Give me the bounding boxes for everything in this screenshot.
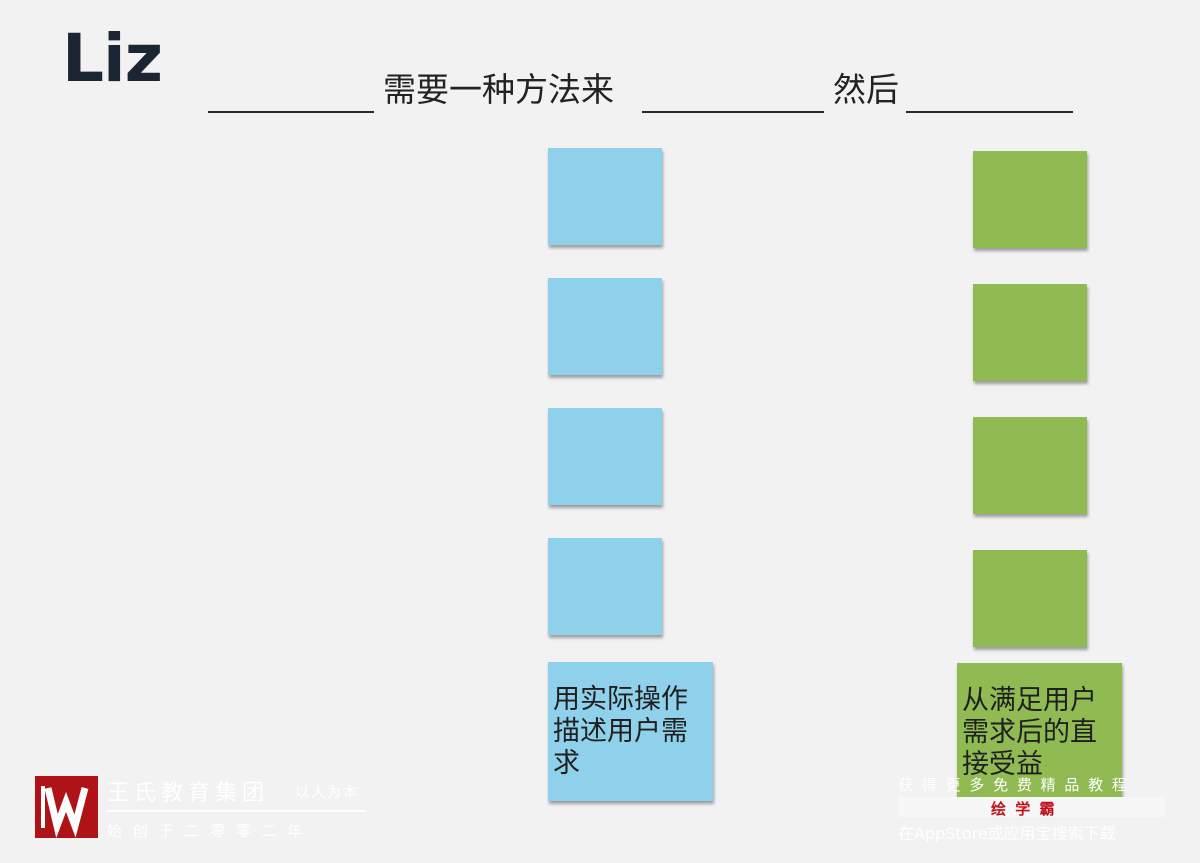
prompt-then-text: 然后: [833, 70, 899, 109]
org-founded: 始 创 于 二 零 零 二 年: [107, 822, 306, 840]
green-note-text: 从满足用户需求后的直接受益: [962, 685, 1097, 780]
org-logo: [35, 776, 98, 838]
persona-name: Liz: [62, 20, 163, 97]
blue-sticky-note-4[interactable]: [548, 538, 662, 635]
org-divider: [107, 810, 365, 812]
promo-app-name: 绘 学 霸: [991, 800, 1057, 818]
promo-top-text: 获 得 更 多 免 费 精 品 教 程: [898, 776, 1129, 794]
green-sticky-note-1[interactable]: [973, 151, 1087, 248]
org-name: 王氏教育集团: [107, 781, 270, 806]
green-sticky-note-3[interactable]: [973, 417, 1087, 514]
blue-note-text: 用实际操作描述用户需求: [553, 684, 688, 779]
green-sticky-note-4[interactable]: [973, 550, 1087, 647]
blue-sticky-note-labeled[interactable]: 用实际操作描述用户需求: [548, 662, 713, 801]
blue-sticky-note-1[interactable]: [548, 148, 662, 245]
blank-line-who: [208, 111, 374, 113]
promo-bar: [898, 797, 1165, 817]
green-sticky-note-labeled[interactable]: 从满足用户需求后的直接受益: [957, 663, 1122, 803]
promo-bottom-text: 在AppStore或应用宝搜索下载: [898, 824, 1116, 843]
blue-sticky-note-3[interactable]: [548, 408, 662, 505]
blue-sticky-note-2[interactable]: [548, 278, 662, 375]
blank-line-then: [906, 111, 1073, 113]
prompt-need-text: 需要一种方法来: [383, 70, 614, 109]
blank-line-need: [642, 111, 824, 113]
org-logo-icon: [41, 786, 89, 838]
org-slogan: 以人为本: [295, 785, 359, 801]
green-sticky-note-2[interactable]: [973, 284, 1087, 381]
